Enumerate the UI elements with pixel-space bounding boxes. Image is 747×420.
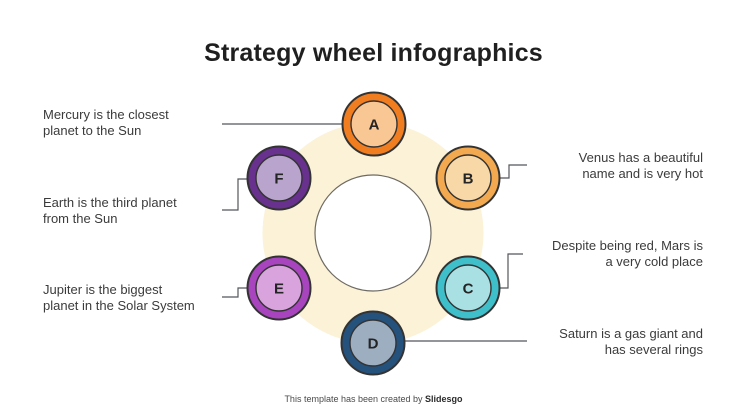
node-f-inner-circle — [255, 154, 303, 202]
annotation-venus-line2: name and is very hot — [582, 165, 703, 181]
node-a-inner-circle — [350, 100, 398, 148]
annotation-mars-line1: Despite being red, Mars is — [551, 238, 703, 253]
connector-lines — [222, 123, 527, 342]
annotation-mars-line2: a very cold place — [605, 253, 703, 269]
annotation-saturn: Saturn is a gas giant and has several ri… — [559, 326, 703, 357]
footer-credit: This template has been created by Slides… — [0, 394, 747, 404]
connector-venus — [496, 164, 527, 179]
annotation-mercury-line1: Mercury is the closest — [43, 107, 169, 122]
node-d-label: D — [368, 336, 379, 353]
wheel-node-d: D — [340, 310, 406, 376]
annotation-venus: Venus has a beautiful name and is very h… — [579, 150, 703, 181]
node-c-label: C — [463, 281, 474, 298]
wheel-node-b: B — [435, 145, 501, 211]
connector-jupiter — [222, 287, 252, 298]
annotation-jupiter: Jupiter is the biggest planet in the Sol… — [43, 282, 195, 313]
wheel-node-e: E — [246, 255, 312, 321]
annotation-mercury: Mercury is the closest planet to the Sun — [43, 107, 169, 138]
connector-earth — [222, 178, 252, 211]
node-d-inner-circle — [349, 319, 397, 367]
annotation-jupiter-line2: planet in the Solar System — [43, 297, 195, 313]
wheel-node-a: A — [341, 91, 407, 157]
annotation-saturn-line2: has several rings — [604, 341, 703, 357]
annotation-mercury-line2: planet to the Sun — [43, 122, 142, 138]
node-c-inner-circle — [444, 264, 492, 312]
node-e-inner-circle — [255, 264, 303, 312]
footer-credit-text: This template has been created by — [284, 394, 426, 404]
slide-title: Strategy wheel infographics — [204, 39, 543, 67]
annotation-saturn-line1: Saturn is a gas giant and — [559, 326, 703, 341]
connector-mars — [496, 253, 523, 289]
footer-brand: Slidesgo — [425, 394, 463, 404]
node-f-label: F — [274, 171, 283, 188]
node-b-inner-circle — [444, 154, 492, 202]
annotation-venus-line1: Venus has a beautiful — [578, 150, 703, 165]
wheel-node-c: C — [435, 255, 501, 321]
annotation-earth-line1: Earth is the third planet — [43, 195, 177, 210]
node-a-label: A — [369, 117, 380, 134]
node-e-label: E — [274, 281, 284, 298]
wheel-node-f: F — [246, 145, 312, 211]
wheel-ring-hole — [314, 174, 432, 292]
node-b-label: B — [463, 171, 474, 188]
annotation-earth: Earth is the third planet from the Sun — [43, 195, 177, 226]
annotation-earth-line2: from the Sun — [43, 210, 118, 226]
annotation-jupiter-line1: Jupiter is the biggest — [43, 282, 163, 297]
annotation-mars: Despite being red, Mars is a very cold p… — [552, 238, 703, 269]
